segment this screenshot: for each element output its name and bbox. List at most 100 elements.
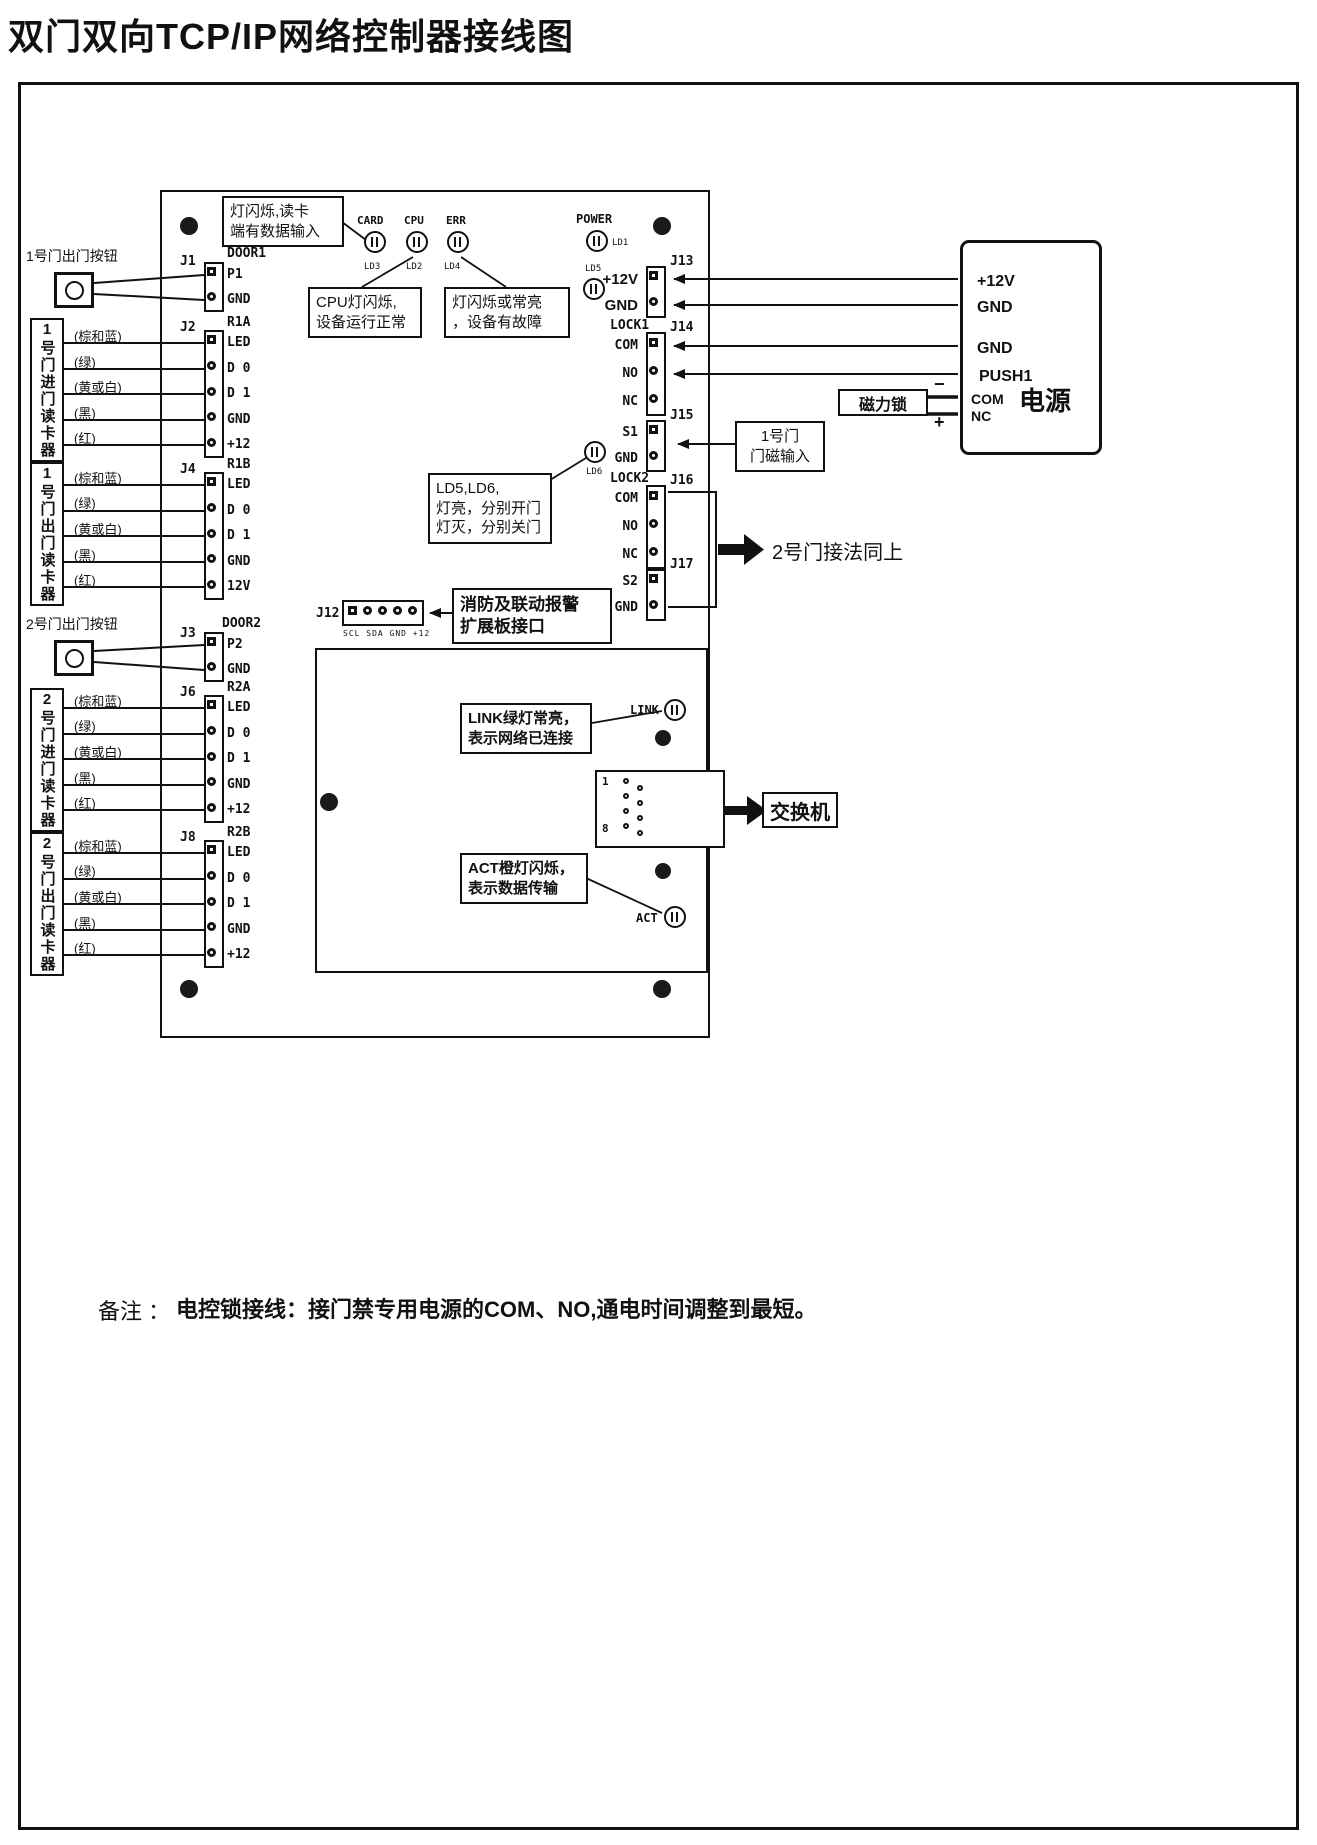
callout-line: 灯闪烁或常亮 — [452, 294, 543, 311]
pin-label: NC — [622, 394, 638, 409]
pin-label: LED — [227, 845, 251, 860]
j14-ref: J14 — [670, 320, 694, 335]
callout-line: CPU灯闪烁, — [316, 294, 397, 311]
pin-label: NO — [622, 519, 638, 534]
j1-ref: J1 — [180, 254, 196, 269]
pin-label: GND — [227, 662, 251, 677]
j8-connector — [204, 840, 224, 968]
j4-ref: J4 — [180, 462, 196, 477]
psu-terminal: GND — [977, 299, 1013, 316]
wire-color-label: (棕和蓝) — [74, 694, 122, 709]
mounting-hole — [653, 980, 671, 998]
rj45-pin1-number: 1 — [602, 775, 609, 788]
pin-label: COM — [614, 338, 638, 353]
callout-link: LINK绿灯常亮， 表示网络已连接 — [460, 703, 592, 754]
err-led-icon — [447, 231, 469, 253]
rj45-pin — [637, 800, 643, 806]
button-circle — [64, 648, 84, 668]
callout-line: LINK绿灯常亮， — [468, 710, 578, 727]
wire-color-label: (红) — [74, 796, 96, 811]
wire-color-label: (黑) — [74, 916, 96, 931]
mounting-hole — [320, 793, 338, 811]
mounting-hole — [180, 217, 198, 235]
j6-group-label: R2A — [227, 680, 251, 695]
wire-color-label: (黄或白) — [74, 522, 122, 537]
door1-exit-button-label: 1号门出门按钮 — [26, 248, 118, 264]
j16-ref: J16 — [670, 473, 694, 488]
wire-color-label: (绿) — [74, 355, 96, 370]
pin-label: LED — [227, 700, 251, 715]
rj45-pin — [637, 815, 643, 821]
maglock-box: 磁力锁 — [838, 389, 928, 416]
reader4-box: 2号门出门读卡器 — [30, 832, 64, 976]
note-text: 电控锁接线：接门禁专用电源的COM、NO,通电时间调整到最短。 — [176, 1297, 817, 1322]
j12-pin — [378, 606, 387, 615]
maglock-minus: − — [934, 374, 945, 394]
wire-color-label: (棕和蓝) — [74, 471, 122, 486]
pin-label: D 1 — [227, 528, 251, 543]
switch-box: 交换机 — [762, 792, 838, 828]
ld3-label: LD3 — [364, 262, 381, 272]
j6-pin — [207, 752, 216, 761]
pin-label: +12 — [227, 947, 251, 962]
j2-pin — [207, 387, 216, 396]
card-led-icon — [364, 231, 386, 253]
callout-line: 1号门 — [760, 428, 800, 445]
j8-pin — [207, 948, 216, 957]
callout-line: 扩展板接口 — [460, 617, 545, 637]
j4-pin — [207, 529, 216, 538]
callout-line: ACT橙灯闪烁， — [468, 860, 574, 877]
wire-color-label: (黑) — [74, 548, 96, 563]
rj45-pin — [637, 785, 643, 791]
wire-color-label: (棕和蓝) — [74, 329, 122, 344]
j3-connector — [204, 632, 224, 682]
mounting-hole — [655, 730, 671, 746]
power-supply-box: +12V GND GND PUSH1 COM NC 电源 — [960, 240, 1102, 455]
j12-ref: J12 — [316, 606, 340, 621]
psu-terminal: GND — [977, 340, 1013, 357]
callout-line: LD5,LD6, — [436, 480, 500, 497]
j6-pin — [207, 726, 216, 735]
page-title: 双门双向TCP/IP网络控制器接线图 — [8, 16, 575, 57]
psu-name: 电源 — [1019, 386, 1072, 416]
controller-board — [160, 190, 710, 1038]
rj45-pin8-number: 8 — [602, 822, 609, 835]
psu-terminal: PUSH1 — [979, 368, 1033, 385]
callout-fire-expansion: 消防及联动报警 扩展板接口 — [452, 588, 612, 645]
j17-pin — [649, 574, 658, 583]
pin-label: +12V — [602, 271, 638, 288]
callout-err: 灯闪烁或常亮 ，设备有故障 — [444, 287, 570, 338]
cpu-led-icon — [406, 231, 428, 253]
pin-label: D 1 — [227, 896, 251, 911]
j14-pin — [649, 394, 658, 403]
rj45-connector: 1 8 — [595, 770, 725, 848]
lock2-label: LOCK2 — [610, 471, 650, 486]
j8-group-label: R2B — [227, 825, 251, 840]
j15-pin — [649, 425, 658, 434]
ld6-label: LD6 — [586, 467, 603, 477]
err-led-label: ERR — [446, 214, 466, 227]
j1-connector — [204, 262, 224, 312]
pin-label: P1 — [227, 267, 243, 282]
j17-pin — [649, 600, 658, 609]
j2-pin — [207, 412, 216, 421]
j15-ref: J15 — [670, 408, 694, 423]
wire-color-label: (黄或白) — [74, 890, 122, 905]
j2-group-label: R1A — [227, 315, 251, 330]
j12-pin-labels: SCL SDA GND +12 — [343, 629, 431, 638]
pin-label: +12 — [227, 802, 251, 817]
outer-frame — [18, 82, 1299, 1830]
j4-group-label: R1B — [227, 457, 251, 472]
j13-connector — [646, 266, 666, 318]
door2-exit-button-icon — [54, 640, 94, 676]
button-circle — [64, 280, 84, 300]
j4-pin — [207, 503, 216, 512]
link-led-label: LINK — [630, 703, 659, 717]
j14-pin — [649, 366, 658, 375]
j2-connector — [204, 330, 224, 458]
j4-pin — [207, 554, 216, 563]
j6-pin — [207, 803, 216, 812]
ld1-label: LD1 — [612, 238, 629, 248]
reader2-box: 1号门出门读卡器 — [30, 462, 64, 606]
